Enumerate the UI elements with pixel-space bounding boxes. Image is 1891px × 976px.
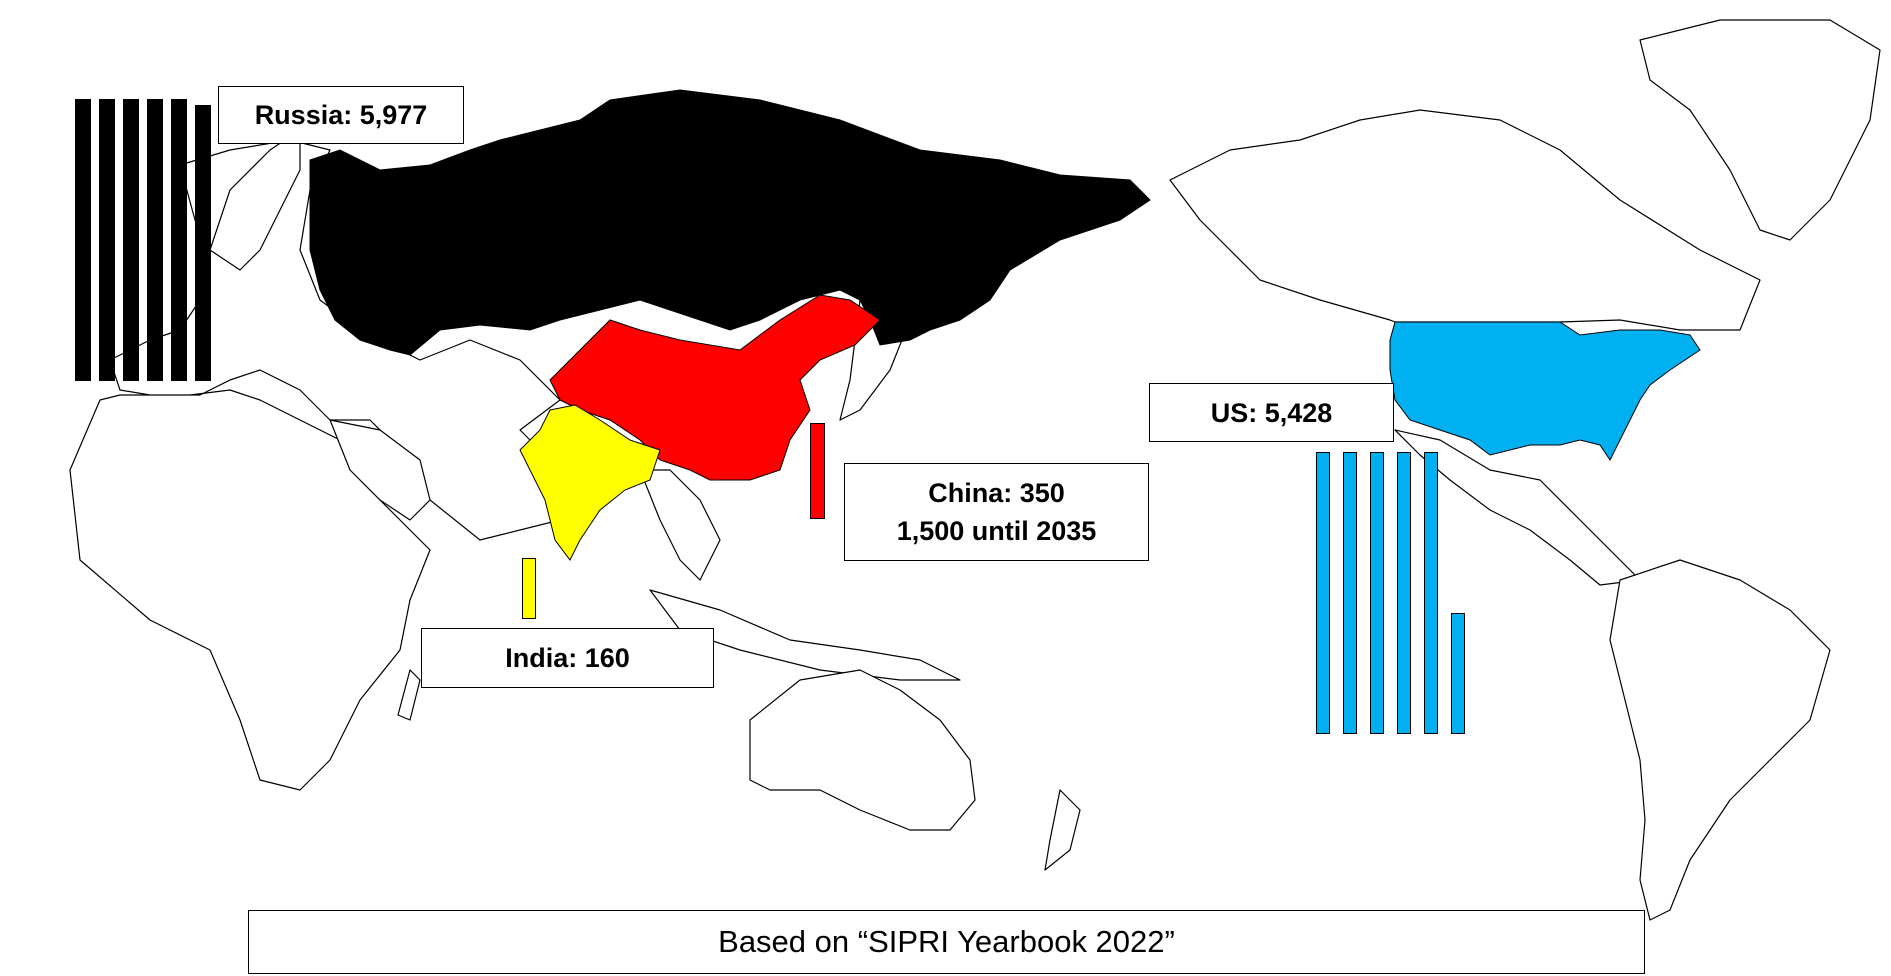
russia-warhead-bar bbox=[75, 99, 91, 381]
russia-warhead-bar bbox=[171, 99, 187, 381]
landmass-new-zealand bbox=[1044, 789, 1081, 871]
russia-warhead-bar bbox=[195, 105, 211, 381]
source-caption: Based on “SIPRI Yearbook 2022” bbox=[248, 910, 1645, 974]
landmass-southeast-asia bbox=[639, 469, 721, 581]
us-label-text: US: 5,428 bbox=[1210, 397, 1333, 428]
china-warhead-bar bbox=[810, 423, 825, 519]
russia-label-text: Russia: 5,977 bbox=[254, 100, 428, 130]
landmass-scandinavia bbox=[209, 129, 301, 271]
china-label: China: 350 1,500 until 2035 bbox=[844, 463, 1149, 561]
landmass-madagascar bbox=[397, 669, 421, 721]
us-warhead-bar bbox=[1343, 452, 1357, 734]
us-warhead-bar bbox=[1397, 452, 1411, 734]
russia-label: Russia: 5,977 bbox=[218, 86, 464, 144]
country-china bbox=[549, 294, 881, 481]
country-india bbox=[519, 404, 661, 561]
landmass-australia bbox=[749, 669, 976, 831]
landmass-south-america bbox=[1609, 559, 1831, 921]
landmass-north-america-north bbox=[1169, 109, 1761, 331]
landmass-indonesia bbox=[649, 589, 961, 681]
us-warhead-bar bbox=[1424, 452, 1438, 734]
country-russia bbox=[309, 89, 1151, 356]
india-warhead-bar bbox=[522, 558, 536, 619]
landmass-greenland bbox=[1639, 19, 1881, 241]
russia-warhead-bar bbox=[99, 99, 115, 381]
india-label: India: 160 bbox=[421, 628, 714, 688]
us-warhead-bar bbox=[1370, 452, 1384, 734]
country-us bbox=[1389, 321, 1701, 461]
us-warhead-bar bbox=[1451, 613, 1465, 734]
russia-warhead-bar bbox=[147, 99, 163, 381]
landmass-arabia bbox=[329, 419, 431, 521]
china-projection-text: 1,500 until 2035 bbox=[896, 516, 1097, 546]
us-label: US: 5,428 bbox=[1149, 383, 1394, 442]
china-label-text: China: 350 bbox=[928, 478, 1065, 508]
india-label-text: India: 160 bbox=[505, 643, 630, 673]
russia-warhead-bar bbox=[123, 99, 139, 381]
source-caption-text: Based on “SIPRI Yearbook 2022” bbox=[718, 924, 1175, 959]
us-warhead-bar bbox=[1316, 452, 1330, 734]
